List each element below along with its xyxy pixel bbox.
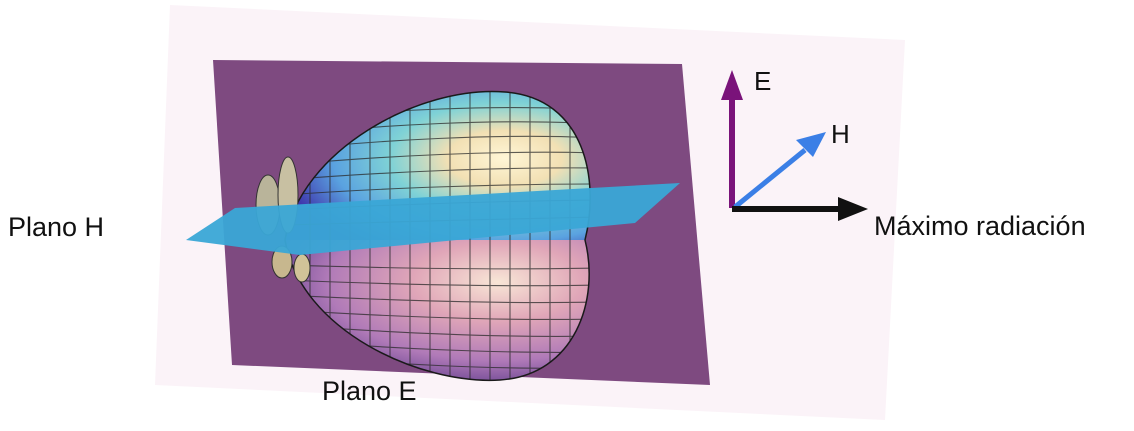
e-arrowhead <box>721 70 743 100</box>
plano-e-label: Plano E <box>322 376 417 406</box>
h-vector <box>733 148 807 209</box>
axis-e-label: E <box>754 66 772 96</box>
h-arrowhead <box>796 132 826 157</box>
axis-max-label: Máximo radiación <box>874 211 1086 241</box>
max-arrowhead <box>838 197 868 221</box>
axis-h-label: H <box>831 119 850 149</box>
h-plane <box>186 183 680 255</box>
plano-h-label: Plano H <box>8 212 105 242</box>
axes <box>721 70 868 221</box>
